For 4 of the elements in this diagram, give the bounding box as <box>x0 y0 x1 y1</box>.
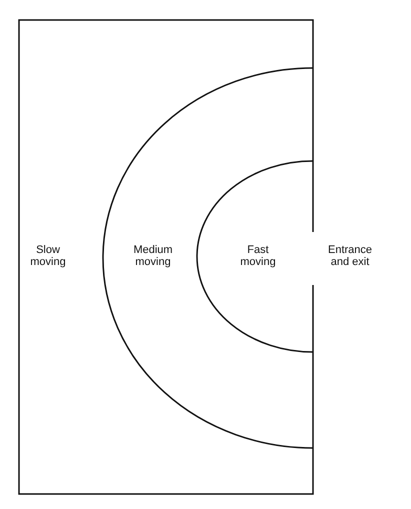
entrance-label: Entrance and exit <box>326 244 374 268</box>
zone-label: Fast moving <box>239 244 277 268</box>
zone-label: Slow moving <box>29 244 67 268</box>
zone-label: Medium moving <box>132 244 174 268</box>
